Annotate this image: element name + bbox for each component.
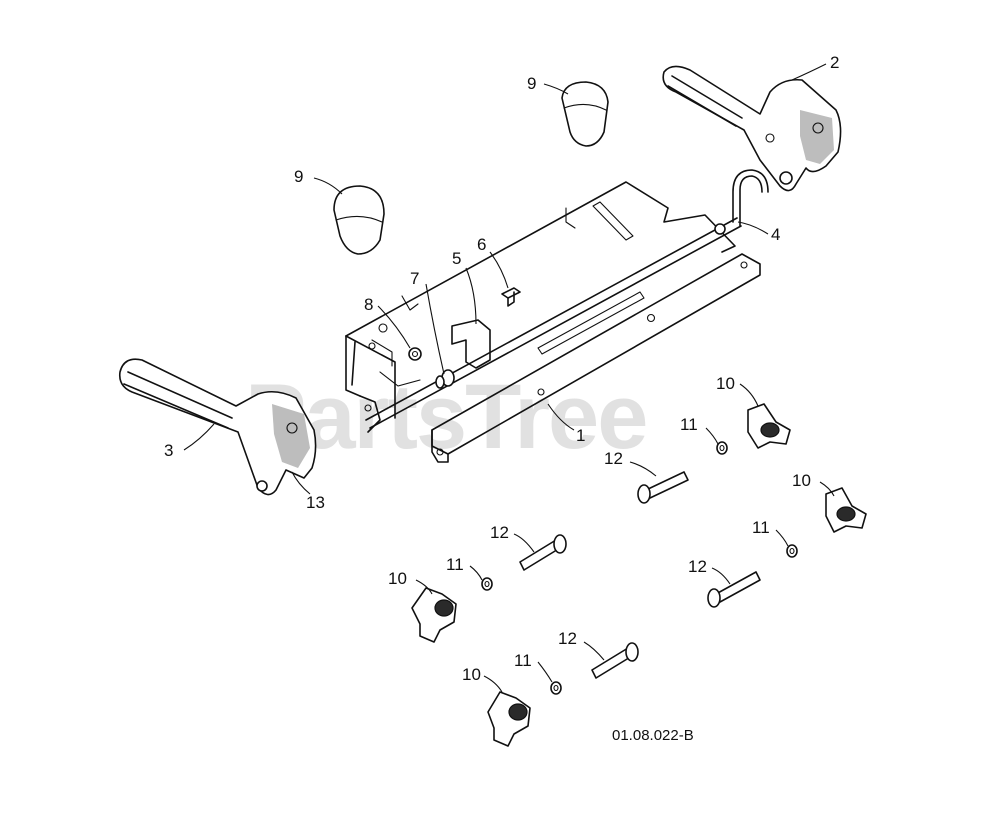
callout-5: 5 bbox=[452, 249, 461, 268]
handle-left[interactable] bbox=[118, 358, 317, 496]
callout-12-c: 12 bbox=[688, 557, 707, 576]
washer-11-c[interactable] bbox=[481, 577, 493, 591]
handle-right[interactable] bbox=[662, 65, 842, 192]
callout-11-d: 11 bbox=[514, 651, 532, 670]
bolt-12-c[interactable] bbox=[707, 571, 761, 608]
knob-10-a[interactable] bbox=[747, 403, 791, 449]
knob-10-b[interactable] bbox=[825, 487, 867, 533]
frame-bracket[interactable] bbox=[345, 181, 761, 463]
part-7-spacer[interactable] bbox=[435, 369, 455, 389]
callout-9-left: 9 bbox=[294, 167, 303, 186]
callout-12-b: 12 bbox=[490, 523, 509, 542]
callout-10-c: 10 bbox=[388, 569, 407, 588]
callout-11-b: 11 bbox=[752, 518, 770, 537]
washer-11-d[interactable] bbox=[550, 681, 562, 695]
bolt-12-a[interactable] bbox=[637, 471, 689, 504]
callout-7: 7 bbox=[410, 269, 419, 288]
callout-11-a: 11 bbox=[680, 415, 698, 434]
bolt-12-d[interactable] bbox=[591, 642, 639, 679]
part-6-bolt[interactable] bbox=[501, 287, 521, 307]
washer-11-b[interactable] bbox=[786, 544, 798, 558]
washer-11-a[interactable] bbox=[716, 441, 728, 455]
callout-3: 3 bbox=[164, 441, 173, 460]
callout-12-d: 12 bbox=[558, 629, 577, 648]
callout-10-b: 10 bbox=[792, 471, 811, 490]
callout-10-a: 10 bbox=[716, 374, 735, 393]
callout-8: 8 bbox=[364, 295, 373, 314]
part-5-bracket[interactable] bbox=[451, 319, 491, 369]
callout-10-d: 10 bbox=[462, 665, 481, 684]
knob-9-left[interactable] bbox=[333, 185, 385, 255]
callout-2: 2 bbox=[830, 53, 839, 72]
knob-9-right[interactable] bbox=[561, 81, 609, 147]
rod[interactable] bbox=[365, 169, 769, 429]
knob-10-c[interactable] bbox=[411, 587, 457, 643]
reference-code: 01.08.022-B bbox=[612, 727, 694, 744]
part-8-nut[interactable] bbox=[408, 347, 422, 361]
callout-6: 6 bbox=[477, 235, 486, 254]
knob-10-d[interactable] bbox=[487, 691, 531, 747]
callout-4: 4 bbox=[771, 225, 780, 244]
leader-lines bbox=[183, 63, 835, 693]
callout-9-right: 9 bbox=[527, 74, 536, 93]
callout-1: 1 bbox=[576, 426, 585, 445]
bolt-12-b[interactable] bbox=[519, 534, 567, 571]
callout-12-a: 12 bbox=[604, 449, 623, 468]
callout-13: 13 bbox=[306, 493, 325, 512]
callout-11-c: 11 bbox=[446, 555, 464, 574]
